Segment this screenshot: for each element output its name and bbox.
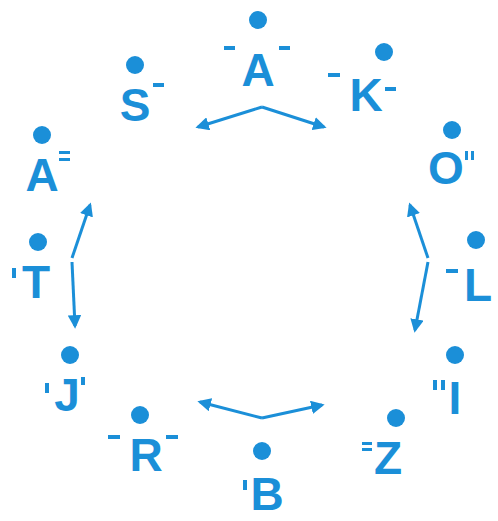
- stroke-mark: [471, 151, 474, 160]
- figure-letter: J: [54, 372, 80, 418]
- figure-head: [61, 346, 79, 364]
- figure-head: [446, 346, 464, 364]
- figure-letter: Z: [374, 435, 402, 481]
- figure-head: [253, 442, 271, 460]
- figure-letter: K: [349, 72, 382, 118]
- figure-letter: L: [464, 262, 492, 308]
- figure-head: [467, 231, 485, 249]
- figure-head: [443, 121, 461, 139]
- figure-letter: A: [241, 47, 274, 93]
- stroke-mark: [12, 268, 16, 278]
- figure-head: [131, 406, 149, 424]
- figure-letter: A: [25, 152, 58, 198]
- figure-letter: I: [449, 375, 462, 421]
- stroke-mark: [153, 83, 164, 87]
- letter-figure: S: [120, 82, 151, 128]
- stroke-mark: [81, 377, 85, 385]
- letter-figure: A: [25, 152, 58, 198]
- stroke-mark: [362, 442, 372, 445]
- letter-figure: L: [464, 262, 492, 308]
- letter-figure: R: [129, 432, 162, 478]
- stroke-mark: [243, 480, 247, 490]
- stroke-mark: [433, 380, 437, 390]
- letter-figure: Z: [374, 435, 402, 481]
- stroke-mark: [441, 380, 445, 390]
- arrow-connector: [262, 405, 322, 418]
- figure-letter: O: [428, 145, 464, 191]
- stroke-mark: [166, 435, 178, 439]
- figure-head: [249, 11, 267, 29]
- arrow-connector: [198, 107, 262, 127]
- letter-figure: T: [22, 259, 50, 305]
- stroke-mark: [465, 151, 468, 160]
- arrow-connector: [262, 107, 324, 127]
- figure-letter: S: [120, 82, 151, 128]
- figure-head: [375, 43, 393, 61]
- letter-figure: I: [449, 375, 462, 421]
- stroke-mark: [224, 46, 235, 50]
- letter-figure: J: [54, 372, 80, 418]
- figure-head: [33, 126, 51, 144]
- letter-figure: O: [428, 145, 464, 191]
- arrow-connector: [72, 262, 75, 326]
- figure-letter: B: [250, 471, 283, 517]
- figure-head: [387, 409, 405, 427]
- arrow-connector: [415, 262, 428, 330]
- figure-head: [126, 56, 144, 74]
- stroke-mark: [59, 158, 70, 161]
- stroke-mark: [279, 46, 290, 50]
- stroke-mark: [385, 87, 396, 91]
- figure-letter: T: [22, 259, 50, 305]
- letter-figure: B: [250, 471, 283, 517]
- figure-letter: R: [129, 432, 162, 478]
- arrow-connector: [410, 205, 428, 258]
- letter-figure: A: [241, 47, 274, 93]
- stroke-mark: [108, 435, 120, 439]
- stroke-mark: [328, 73, 340, 77]
- arrow-connector: [200, 402, 262, 418]
- stroke-mark: [446, 269, 458, 273]
- figure-head: [29, 233, 47, 251]
- stroke-mark: [45, 383, 49, 393]
- letter-figure: K: [349, 72, 382, 118]
- stroke-mark: [362, 448, 372, 451]
- arrow-connector: [72, 205, 90, 258]
- stroke-mark: [59, 151, 70, 154]
